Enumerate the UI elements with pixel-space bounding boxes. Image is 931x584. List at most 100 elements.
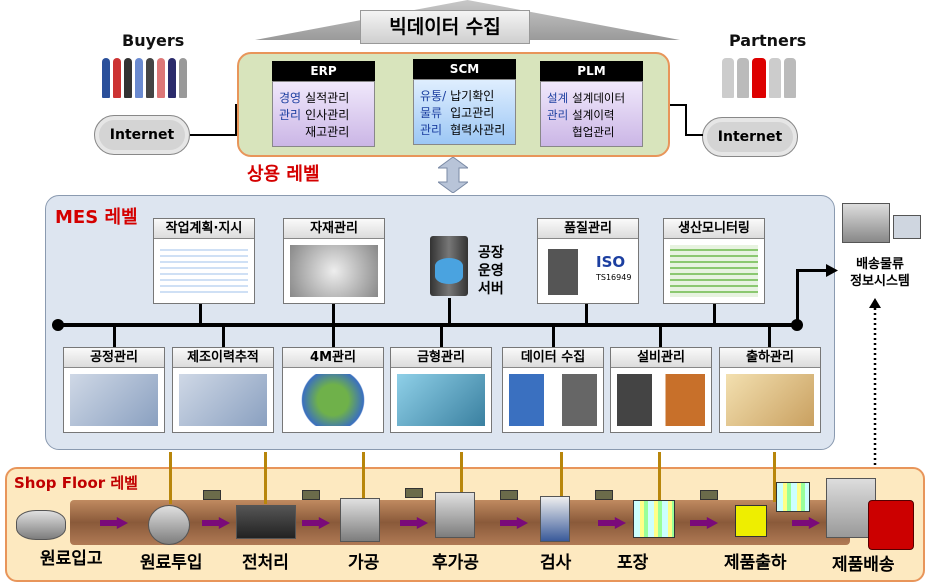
step-raw-receiving: 원료입고: [40, 549, 103, 569]
step-inspection: 검사: [540, 553, 572, 573]
handheld-terminal-image: [617, 374, 705, 426]
mes-bus-line: [58, 323, 798, 327]
plm-category: 설계: [547, 91, 569, 105]
flow-arrow-icon: [690, 517, 718, 529]
logistics-system-label: 정보시스템: [850, 274, 910, 289]
mes-level-label: MES 레벨: [55, 207, 138, 228]
module-4m[interactable]: 4M관리: [282, 347, 384, 433]
buyers-label: Buyers: [122, 31, 185, 50]
barcode-scanner-image: [509, 374, 597, 426]
camera-sensor-icon: [500, 490, 518, 500]
step-raw-input: 원료투입: [140, 553, 203, 573]
connector-line: [190, 134, 237, 136]
module-traceability[interactable]: 제조이력추적: [172, 347, 274, 433]
scm-category: 물류: [420, 106, 443, 120]
module-title: 품질관리: [538, 219, 638, 239]
module-title: 작업계획·지시: [154, 219, 254, 239]
module-process[interactable]: 공정관리: [63, 347, 165, 433]
data-link-arrow: [264, 452, 267, 504]
server-label: 서버: [478, 281, 504, 297]
module-mold[interactable]: 금형관리: [390, 347, 492, 433]
step-shipping: 제품출하: [724, 553, 787, 573]
mold-image: [397, 374, 485, 426]
flow-arrow-icon: [100, 517, 128, 529]
step-processing: 가공: [348, 553, 380, 573]
module-data-collection[interactable]: 데이터 수집: [502, 347, 604, 433]
partners-internet-cloud: Internet: [702, 117, 798, 157]
inspection-machine-image: [540, 496, 570, 542]
bus-endpoint: [791, 319, 803, 331]
erp-title: ERP: [272, 61, 375, 81]
module-shipping[interactable]: 출하관리: [719, 347, 821, 433]
scm-function: 납기확인: [450, 89, 495, 103]
commercial-level-label: 상용 레벨: [247, 164, 320, 185]
flow-arrow-icon: [792, 517, 820, 529]
step-packaging: 포장: [617, 553, 649, 573]
step-post-processing: 후가공: [432, 553, 479, 573]
scm-function: 협력사관리: [450, 123, 506, 137]
erp-category: 관리: [279, 108, 302, 122]
plm-function: 협업관리: [572, 125, 615, 139]
flow-arrow-icon: [202, 517, 230, 529]
connector-line: [670, 104, 686, 106]
camera-sensor-icon: [700, 490, 718, 500]
erp-function: 재고관리: [305, 125, 350, 139]
iso-logo: ISO: [596, 253, 626, 271]
camera-sensor-icon: [405, 488, 423, 498]
spreadsheet-image: [160, 245, 248, 297]
buyers-internet-cloud: Internet: [94, 115, 190, 155]
arrow-right-icon: [826, 264, 838, 277]
pretreatment-machine-image: [236, 505, 296, 539]
connector-line: [235, 104, 237, 136]
scm-category: 유통/: [420, 89, 447, 103]
packaged-boxes-image: [633, 500, 675, 538]
scm-category: 관리: [420, 123, 443, 137]
4m-cycle-image: [289, 374, 377, 426]
warehouse-image: [726, 374, 814, 426]
delivery-truck-icon: [842, 203, 890, 243]
erp-category: 경영: [279, 91, 302, 105]
module-title: 제조이력추적: [173, 348, 273, 368]
step-pretreatment: 전처리: [242, 553, 289, 573]
camera-sensor-icon: [302, 490, 320, 500]
module-title: 4M관리: [283, 348, 383, 368]
computer-icon: [893, 215, 921, 239]
pallet-boxes-image: [776, 482, 810, 512]
dashboard-image: [670, 245, 758, 297]
module-equipment[interactable]: 설비관리: [610, 347, 712, 433]
step-delivery: 제품배송: [832, 555, 895, 575]
data-link-arrow: [460, 452, 463, 504]
module-title: 데이터 수집: [503, 348, 603, 368]
double-arrow-icon: [438, 157, 468, 193]
truck-cab-image: [868, 500, 914, 550]
steel-coil-image: [290, 245, 378, 297]
coil-image: [148, 505, 190, 545]
module-title: 출하관리: [720, 348, 820, 368]
plm-title: PLM: [540, 61, 643, 81]
flow-arrow-icon: [400, 517, 428, 529]
traceability-image: [179, 374, 267, 426]
testing-machine-image: [548, 249, 578, 295]
plm-category: 관리: [547, 108, 569, 122]
data-link-arrow: [773, 452, 776, 502]
data-link-arrow: [169, 452, 172, 504]
partners-label: Partners: [729, 31, 807, 50]
module-production-monitoring[interactable]: 생산모니터링: [663, 218, 765, 304]
camera-sensor-icon: [595, 490, 613, 500]
module-material[interactable]: 자재관리: [283, 218, 385, 304]
module-title: 공정관리: [64, 348, 164, 368]
flow-arrow-icon: [302, 517, 330, 529]
erp-function: 인사관리: [305, 108, 350, 122]
bus-endpoint: [52, 319, 64, 331]
plm-function: 설계이력: [572, 108, 615, 122]
module-title: 금형관리: [391, 348, 491, 368]
scm-function: 입고관리: [450, 106, 495, 120]
module-work-planning[interactable]: 작업계획·지시: [153, 218, 255, 304]
shop-floor-level-label: Shop Floor 레벨: [14, 474, 138, 492]
